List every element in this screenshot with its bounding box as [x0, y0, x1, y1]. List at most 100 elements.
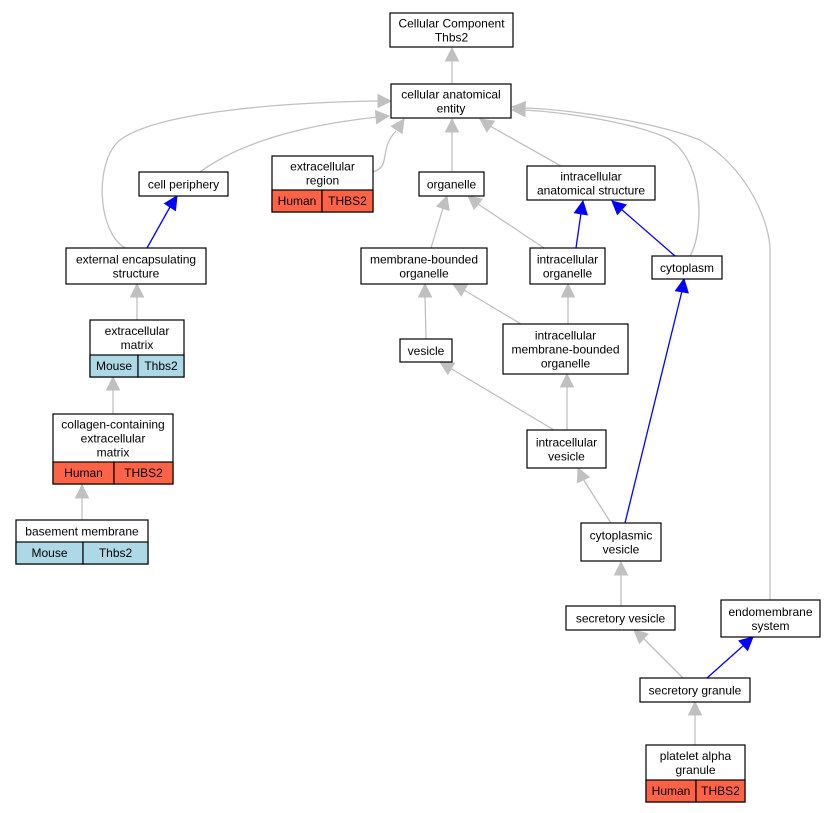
- node-box: [389, 12, 514, 48]
- edge-imbo-to-io: [560, 282, 576, 324]
- node-sv[interactable]: secretory vesicle: [565, 605, 676, 631]
- gene-cell: [137, 354, 185, 378]
- edge-line: [477, 203, 545, 249]
- species-label: Human: [278, 194, 317, 208]
- node-cell-periphery[interactable]: cell periphery: [138, 171, 229, 197]
- node-label-line: platelet alpha: [660, 749, 732, 763]
- node-label-line: collagen-containing: [61, 418, 164, 432]
- node-label-line: organelle: [399, 267, 449, 281]
- node-vesicle[interactable]: vesicle: [399, 338, 453, 363]
- node-label-line: organelle: [543, 267, 593, 281]
- node-label-line: vesicle: [548, 450, 585, 464]
- node-box: [529, 247, 606, 285]
- edge-line: [582, 478, 612, 524]
- node-organelle[interactable]: organelle: [418, 171, 485, 197]
- gene-cell: [82, 541, 149, 565]
- arrowhead: [611, 200, 627, 216]
- node-label-line: vesicle: [603, 543, 640, 557]
- edge-line: [575, 212, 582, 249]
- edge-sv-to-cv: [613, 560, 629, 606]
- node-cecm[interactable]: collagen-containingextracellularmatrixHu…: [52, 413, 174, 485]
- node-label-line: structure: [113, 267, 160, 281]
- edge-line: [620, 208, 676, 257]
- arrowhead: [129, 282, 145, 298]
- node-label-line: organelle: [427, 178, 477, 192]
- arrowhead: [452, 283, 469, 297]
- edge-cytoplasm-to-ias: [611, 200, 676, 257]
- node-cytoplasm[interactable]: cytoplasm: [651, 255, 723, 280]
- edge-cell_periphery-to-cae: [199, 109, 391, 173]
- edge-line: [463, 289, 522, 325]
- edge-line: [449, 367, 555, 431]
- edge-endo-to-cae: [510, 100, 771, 600]
- arrowhead: [74, 483, 90, 499]
- edge-organelle-to-cae: [444, 117, 460, 172]
- edge-ees-to-cell_periphery: [146, 195, 178, 249]
- gene-cell: [113, 461, 174, 485]
- edge-ecm-to-ees: [129, 282, 145, 320]
- edge-line: [146, 206, 171, 249]
- edge-bm-to-cecm: [74, 483, 90, 520]
- gene-label: THBS2: [328, 194, 367, 208]
- node-box: [720, 599, 821, 638]
- edge-ias-to-cae: [479, 118, 562, 167]
- edge-ees-to-cae: [101, 93, 393, 249]
- arrowhead: [510, 100, 527, 116]
- edge-extracellular_region-to-cae: [372, 118, 405, 173]
- node-label-line: basement membrane: [25, 525, 139, 539]
- edge-line: [523, 107, 771, 600]
- edges-layer: [74, 46, 771, 745]
- node-label-line: anatomical structure: [537, 184, 645, 198]
- node-label-line: membrane-bounded: [511, 343, 619, 357]
- edge-sg-to-sv: [633, 629, 684, 679]
- arrowhead: [633, 629, 649, 645]
- node-box: [502, 323, 629, 375]
- arrowhead: [390, 118, 405, 135]
- node-label-line: vesicle: [408, 344, 445, 358]
- edge-imbo-to-mbo: [452, 283, 522, 325]
- node-label-line: extracellular: [290, 160, 355, 174]
- gene-cell: [695, 779, 746, 803]
- node-label-line: endomembrane: [728, 605, 812, 619]
- edge-line: [489, 125, 562, 167]
- edge-io-to-organelle: [467, 195, 545, 249]
- arrowhead: [105, 375, 121, 391]
- node-label-line: intracellular: [560, 170, 621, 184]
- node-box: [390, 83, 512, 119]
- node-label-line: intracellular: [537, 253, 598, 267]
- arrowhead: [444, 117, 460, 133]
- edge-iv-to-imbo: [559, 372, 575, 430]
- gene-label: Thbs2: [144, 359, 178, 373]
- arrowhead: [573, 199, 588, 216]
- edge-sg-to-endo: [706, 636, 754, 679]
- node-box: [526, 165, 656, 201]
- arrowhead: [435, 194, 450, 212]
- node-label-line: membrane-bounded: [370, 253, 478, 267]
- node-label-line: matrix: [97, 446, 130, 460]
- node-box: [526, 429, 607, 469]
- node-label-line: intracellular: [535, 329, 596, 343]
- arrowhead: [613, 560, 629, 576]
- node-sg[interactable]: secretory granule: [639, 677, 751, 703]
- node-label-line: system: [751, 619, 789, 633]
- species-label: Mouse: [96, 359, 132, 373]
- node-box: [565, 605, 676, 631]
- node-box: [651, 255, 723, 280]
- edge-line: [101, 100, 379, 249]
- arrowhead: [377, 93, 393, 109]
